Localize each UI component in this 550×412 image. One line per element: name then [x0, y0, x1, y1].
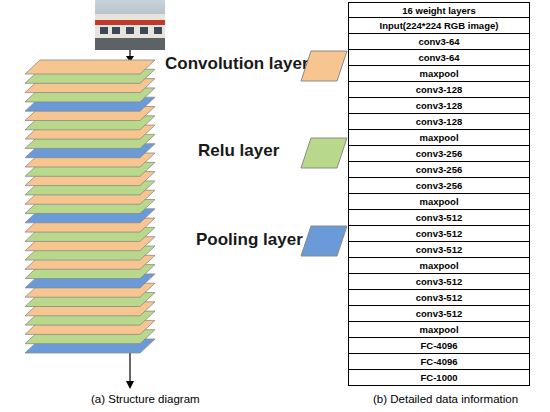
table-cell: conv3-64 — [348, 34, 530, 50]
table-cell: conv3-64 — [348, 50, 530, 66]
sub-caption: (b) Detailed data information — [373, 393, 518, 405]
legend-label: Convolution layer — [165, 54, 309, 74]
legend-swatch — [300, 50, 348, 82]
table-cell: FC-4096 — [348, 338, 530, 354]
legend-swatch — [300, 225, 348, 257]
flow-arrow — [129, 349, 130, 385]
table-cell: maxpool — [348, 66, 530, 82]
table-cell: conv3-512 — [348, 242, 530, 258]
sub-caption: (a) Structure diagram — [91, 393, 200, 405]
table-cell: conv3-512 — [348, 290, 530, 306]
table-cell: maxpool — [348, 194, 530, 210]
legend-swatch — [300, 137, 348, 169]
table-cell: conv3-256 — [348, 162, 530, 178]
table-cell: conv3-128 — [348, 98, 530, 114]
table-cell: conv3-512 — [348, 306, 530, 322]
table-cell: conv3-128 — [348, 114, 530, 130]
legend-label: Relu layer — [198, 141, 279, 161]
table-cell: conv3-128 — [348, 82, 530, 98]
table-cell: conv3-256 — [348, 146, 530, 162]
table-cell: conv3-512 — [348, 226, 530, 242]
table-cell: conv3-256 — [348, 178, 530, 194]
layer-table: 16 weight layersInput(224*224 RGB image)… — [348, 2, 530, 386]
legend-label: Pooling layer — [196, 230, 303, 250]
table-cell: FC-1000 — [348, 370, 530, 386]
table-cell: maxpool — [348, 130, 530, 146]
table-cell: Input(224*224 RGB image) — [348, 18, 530, 34]
table-cell: conv3-512 — [348, 274, 530, 290]
table-cell: maxpool — [348, 322, 530, 338]
layer-stack — [25, 60, 155, 353]
table-cell: conv3-512 — [348, 210, 530, 226]
table-cell: maxpool — [348, 258, 530, 274]
table-cell: FC-4096 — [348, 354, 530, 370]
input-photo — [95, 0, 165, 50]
table-header: 16 weight layers — [348, 2, 530, 18]
